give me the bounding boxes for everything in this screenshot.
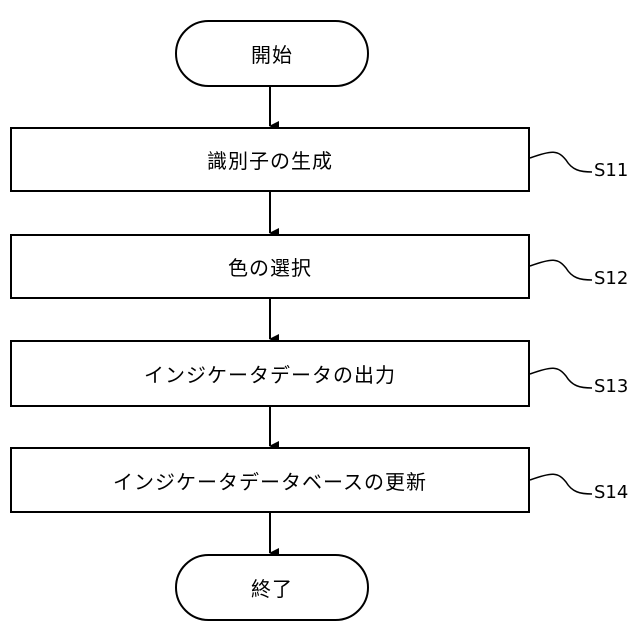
process-text-s11: 識別子の生成: [207, 145, 333, 174]
process-text-s14: インジケータデータベースの更新: [113, 466, 427, 495]
leader-line-s13: [530, 368, 592, 388]
step-label-s14: S14: [594, 482, 628, 503]
leader-line-s12: [530, 260, 592, 280]
process-box-s12: 色の選択: [10, 234, 530, 299]
step-label-s13: S13: [594, 376, 628, 397]
end-terminal: 終了: [175, 554, 369, 621]
step-label-s12: S12: [594, 268, 628, 289]
process-text-s13: インジケータデータの出力: [144, 359, 396, 388]
process-box-s14: インジケータデータベースの更新: [10, 447, 530, 513]
leader-line-s14: [530, 474, 592, 494]
process-box-s11: 識別子の生成: [10, 127, 530, 192]
process-text-s12: 色の選択: [228, 252, 312, 281]
end-text: 終了: [251, 573, 293, 602]
leader-line-s11: [530, 152, 592, 172]
step-label-s11: S11: [594, 160, 628, 181]
start-text: 開始: [251, 39, 293, 68]
start-terminal: 開始: [175, 20, 369, 87]
process-box-s13: インジケータデータの出力: [10, 340, 530, 407]
